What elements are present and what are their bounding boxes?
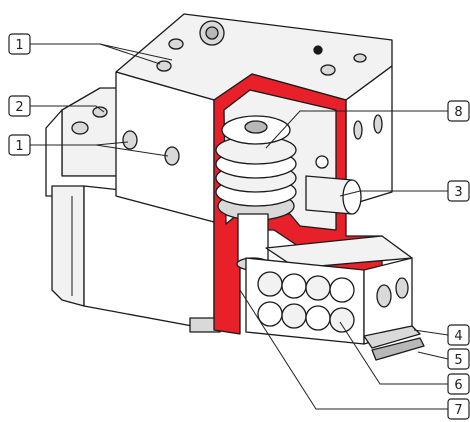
callout-1-top: 1: [8, 33, 31, 55]
side-port: [305, 155, 362, 215]
callout-7: 7: [447, 398, 470, 420]
mounting-plate: [45, 87, 119, 197]
callout-6: 6: [447, 373, 470, 395]
roller-5: [257, 301, 283, 327]
roller-7: [305, 305, 331, 331]
side-small-hole: [315, 155, 329, 169]
leader-4: [413, 329, 449, 336]
roller-2: [281, 273, 307, 299]
base-rail-lower: [371, 337, 425, 361]
roller-6: [281, 303, 307, 329]
svg-text:1: 1: [15, 38, 23, 53]
lower-housing: [51, 185, 221, 333]
leader-lines: [30, 43, 449, 410]
plate-top-face: [61, 87, 119, 177]
lower-housing-side: [51, 185, 85, 307]
piston-screw: [244, 120, 268, 134]
side-hole-1: [353, 120, 363, 140]
roller-3: [305, 275, 331, 301]
callout-3: 3: [447, 180, 470, 202]
plate-hole-2: [92, 106, 108, 118]
front-hole-1: [122, 130, 138, 150]
roller-8: [329, 307, 355, 333]
small-screw-top: [313, 45, 323, 55]
mount-hole-top-3: [320, 64, 336, 76]
piston-rod: [237, 213, 269, 265]
leader-7: [239, 289, 448, 410]
mount-hole-top-1: [168, 38, 184, 50]
plate-hole-1: [71, 121, 89, 135]
roller-1: [257, 271, 283, 297]
svg-text:3: 3: [454, 185, 462, 200]
callout-2: 2: [8, 95, 31, 117]
leader-3: [339, 190, 448, 197]
svg-text:2: 2: [15, 100, 23, 115]
port-hole-top-inner: [205, 26, 219, 40]
callout-1-mid: 1: [8, 134, 31, 156]
base-rail-upper: [363, 325, 421, 349]
piston-assembly: [215, 115, 297, 271]
mount-hole-top-2: [156, 60, 172, 72]
leader-5: [417, 351, 449, 360]
leader-2: [30, 105, 105, 113]
svg-text:4: 4: [454, 329, 462, 344]
svg-text:8: 8: [454, 105, 462, 120]
callout-8: 8: [447, 100, 470, 122]
side-hole-2: [373, 114, 383, 134]
callout-5: 5: [447, 348, 470, 370]
svg-text:1: 1: [15, 139, 23, 154]
svg-text:7: 7: [454, 403, 462, 418]
mount-hole-top-4: [353, 53, 367, 63]
roller-side-hole-1: [376, 284, 392, 308]
roller-block: [245, 235, 425, 361]
leader-8: [265, 110, 448, 149]
leader-6: [339, 321, 448, 385]
upper-block: [115, 13, 393, 223]
svg-text:6: 6: [454, 378, 462, 393]
roller-4: [329, 277, 355, 303]
roller-side-hole-2: [395, 277, 409, 299]
port-tube-opening: [342, 179, 362, 215]
svg-text:5: 5: [454, 353, 462, 368]
callout-4: 4: [447, 324, 470, 346]
